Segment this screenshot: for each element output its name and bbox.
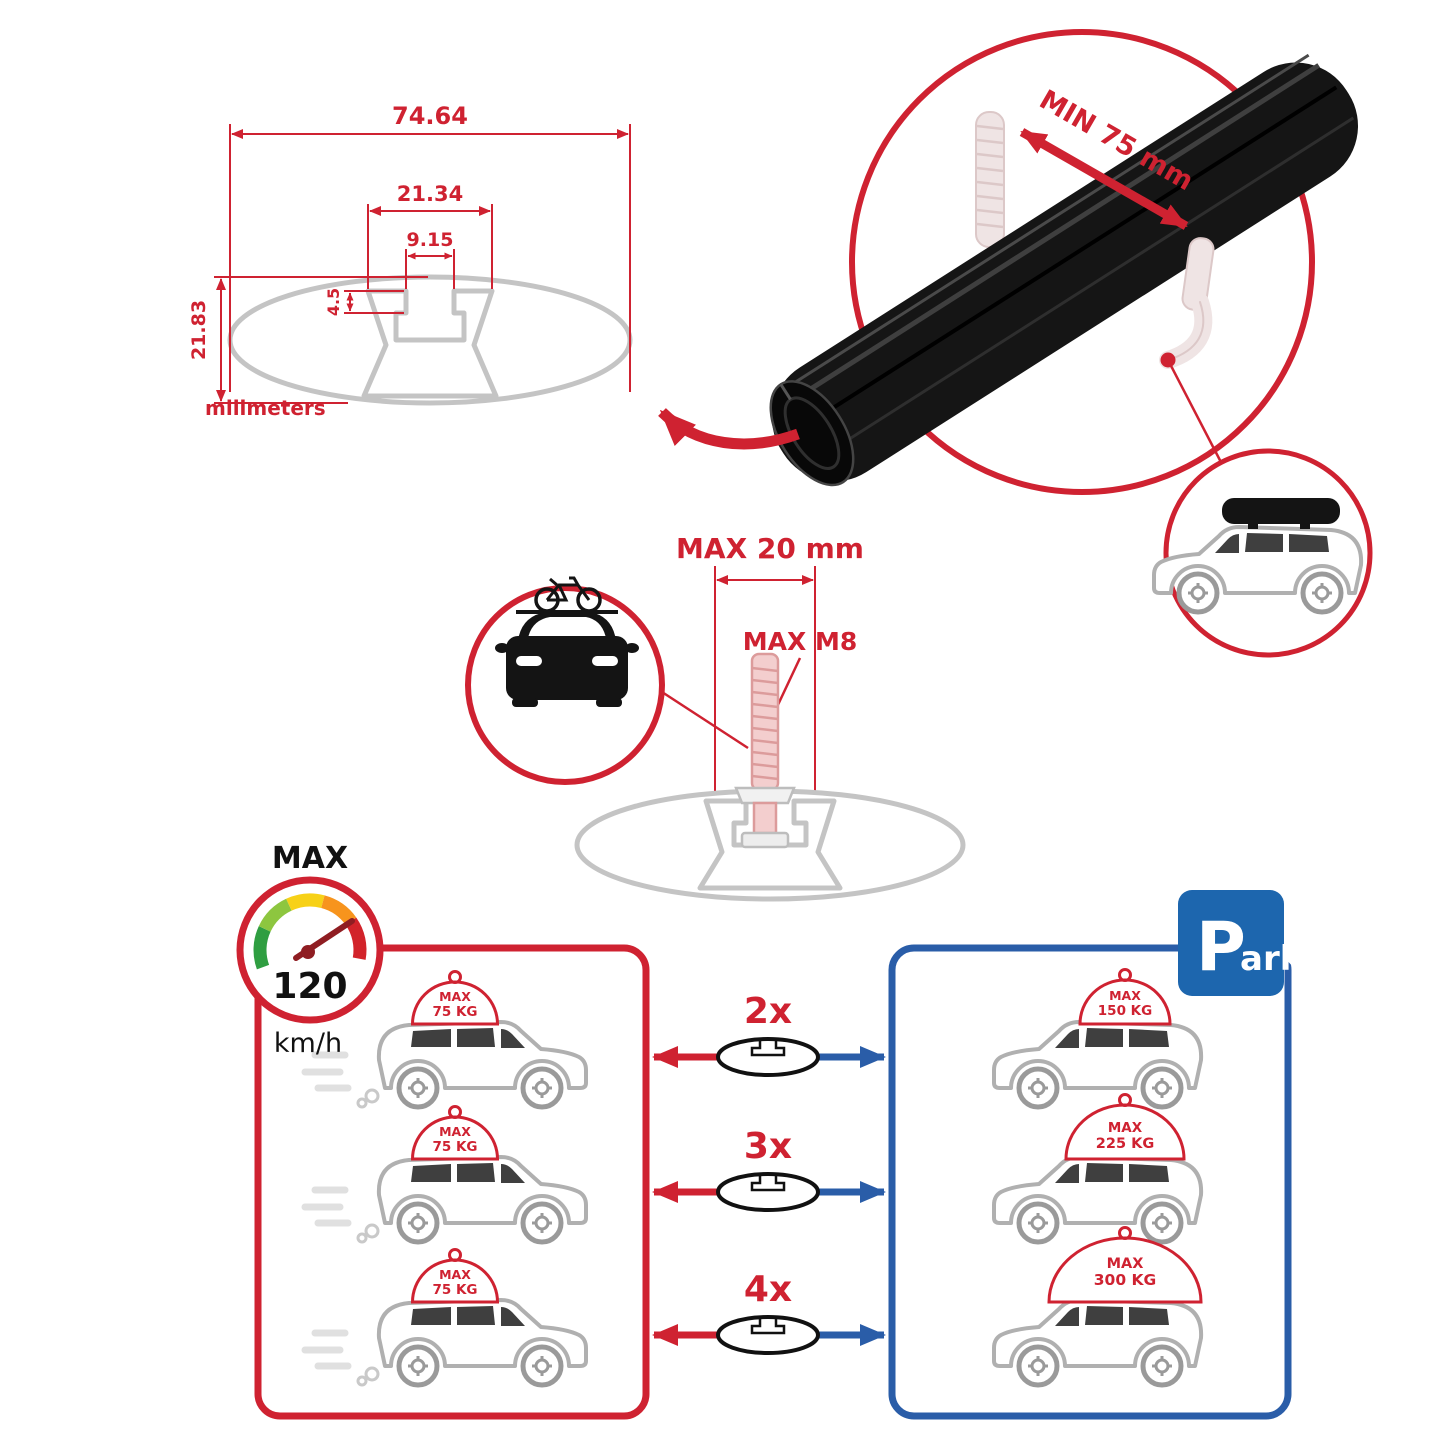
count-row-2: 3x xyxy=(652,1126,886,1212)
cargo-weight-label: 75 KG xyxy=(432,1282,477,1298)
max-length-label: MAX 20 mm xyxy=(676,532,864,565)
bike-icon xyxy=(534,576,602,613)
park-sign-letter: P xyxy=(1196,908,1246,987)
suv-icon xyxy=(1154,498,1361,612)
dim-total-height: 21.83 xyxy=(188,276,428,404)
cargo-max-label: MAX xyxy=(1109,988,1141,1003)
count-label: 4x xyxy=(744,1269,792,1310)
crossbar-3d-icon xyxy=(769,53,1359,487)
cargo-max-label: MAX xyxy=(439,1267,471,1282)
count-label: 3x xyxy=(744,1126,792,1167)
dim-slot-depth: 4.5 xyxy=(324,288,404,316)
zoom-circle-detail: MIN 75 mm xyxy=(658,29,1359,495)
driving-car-1: MAX 75 KG xyxy=(301,970,586,1108)
clamp-hook-icon xyxy=(1159,237,1215,369)
count-row-3: 4x xyxy=(652,1269,886,1355)
dim-channel-width: 21.34 xyxy=(367,182,493,289)
dim-slot-width-label: 9.15 xyxy=(407,229,454,251)
headlight-icon xyxy=(516,656,542,666)
profile-dimension-drawing: 74.64 21.34 9.15 4.5 21.83 xyxy=(188,102,633,420)
cargo-max-label: MAX xyxy=(439,1124,471,1139)
parked-car-1: MAX 150 KG xyxy=(994,968,1201,1108)
bolt-icon xyxy=(734,652,796,849)
gauge-arc xyxy=(253,893,367,970)
speed-gauge: MAX 120 km/h xyxy=(236,841,384,1059)
bolt-flange xyxy=(734,786,796,805)
dim-total-height-label: 21.83 xyxy=(188,300,210,360)
crossbar-section-icon xyxy=(716,1172,820,1212)
crossbar-section-icon xyxy=(716,1315,820,1355)
units-label: milimeters xyxy=(205,396,326,420)
cargo-max-label: MAX xyxy=(1107,1256,1144,1272)
gauge-max-label: MAX xyxy=(272,841,348,876)
driving-car-2: MAX 75 KG xyxy=(301,1105,586,1243)
dim-slot-width: 9.15 xyxy=(405,229,455,289)
park-sign-text: ark xyxy=(1240,939,1304,979)
count-label: 2x xyxy=(744,991,792,1032)
bolt-slot-nut xyxy=(740,831,790,849)
count-row-1: 2x xyxy=(652,991,886,1077)
clamp-leader-line xyxy=(1166,359,1226,469)
driving-panel: MAX 75 KG MAX 75 KG MAX 75 KG xyxy=(254,944,650,1420)
driving-car-3: MAX 75 KG xyxy=(301,1248,586,1386)
bolt-leader-line xyxy=(661,690,749,750)
parked-car-2: MAX 225 KG xyxy=(994,1093,1201,1243)
crossbar-count-rows: 2x 3x 4x xyxy=(652,991,886,1355)
roof-box-icon xyxy=(1222,498,1340,524)
max-length-dimension xyxy=(714,566,816,798)
bolt-diagram: MAX 20 mm MAX M8 xyxy=(574,532,966,902)
zoom-leader-arrow xyxy=(658,408,800,450)
dim-total-width: 74.64 xyxy=(229,102,631,392)
headlight-icon xyxy=(592,656,618,666)
cargo-weight-label: 150 KG xyxy=(1098,1003,1152,1019)
max-thread-label: MAX M8 xyxy=(743,627,857,656)
cargo-weight-label: 225 KG xyxy=(1096,1136,1154,1152)
crossbar-channel-small xyxy=(697,798,843,891)
cargo-max-label: MAX xyxy=(439,989,471,1004)
dim-total-width-label: 74.64 xyxy=(392,102,468,130)
parked-car-3: MAX 300 KG xyxy=(994,1226,1201,1386)
bike-car-circle xyxy=(465,576,749,785)
dim-channel-width-label: 21.34 xyxy=(397,182,463,206)
cargo-weight-label: 300 KG xyxy=(1094,1271,1156,1289)
cargo-weight-label: 75 KG xyxy=(432,1004,477,1020)
crossbar-section-icon xyxy=(716,1037,820,1077)
roofbox-suv-circle xyxy=(1154,448,1373,658)
car-front-icon xyxy=(495,610,639,707)
parked-panel: MAX 150 KG MAX 225 KG MAX 300 KG xyxy=(888,944,1292,1420)
park-sign-board xyxy=(1178,890,1284,996)
cargo-weight-label: 75 KG xyxy=(432,1139,477,1155)
cargo-max-label: MAX xyxy=(1108,1120,1143,1136)
park-sign: P ark xyxy=(1178,890,1304,996)
threaded-rod-icon xyxy=(975,111,1005,248)
dim-slot-depth-label: 4.5 xyxy=(324,288,343,316)
gauge-value: 120 xyxy=(272,966,347,1007)
gauge-unit: km/h xyxy=(274,1028,342,1059)
